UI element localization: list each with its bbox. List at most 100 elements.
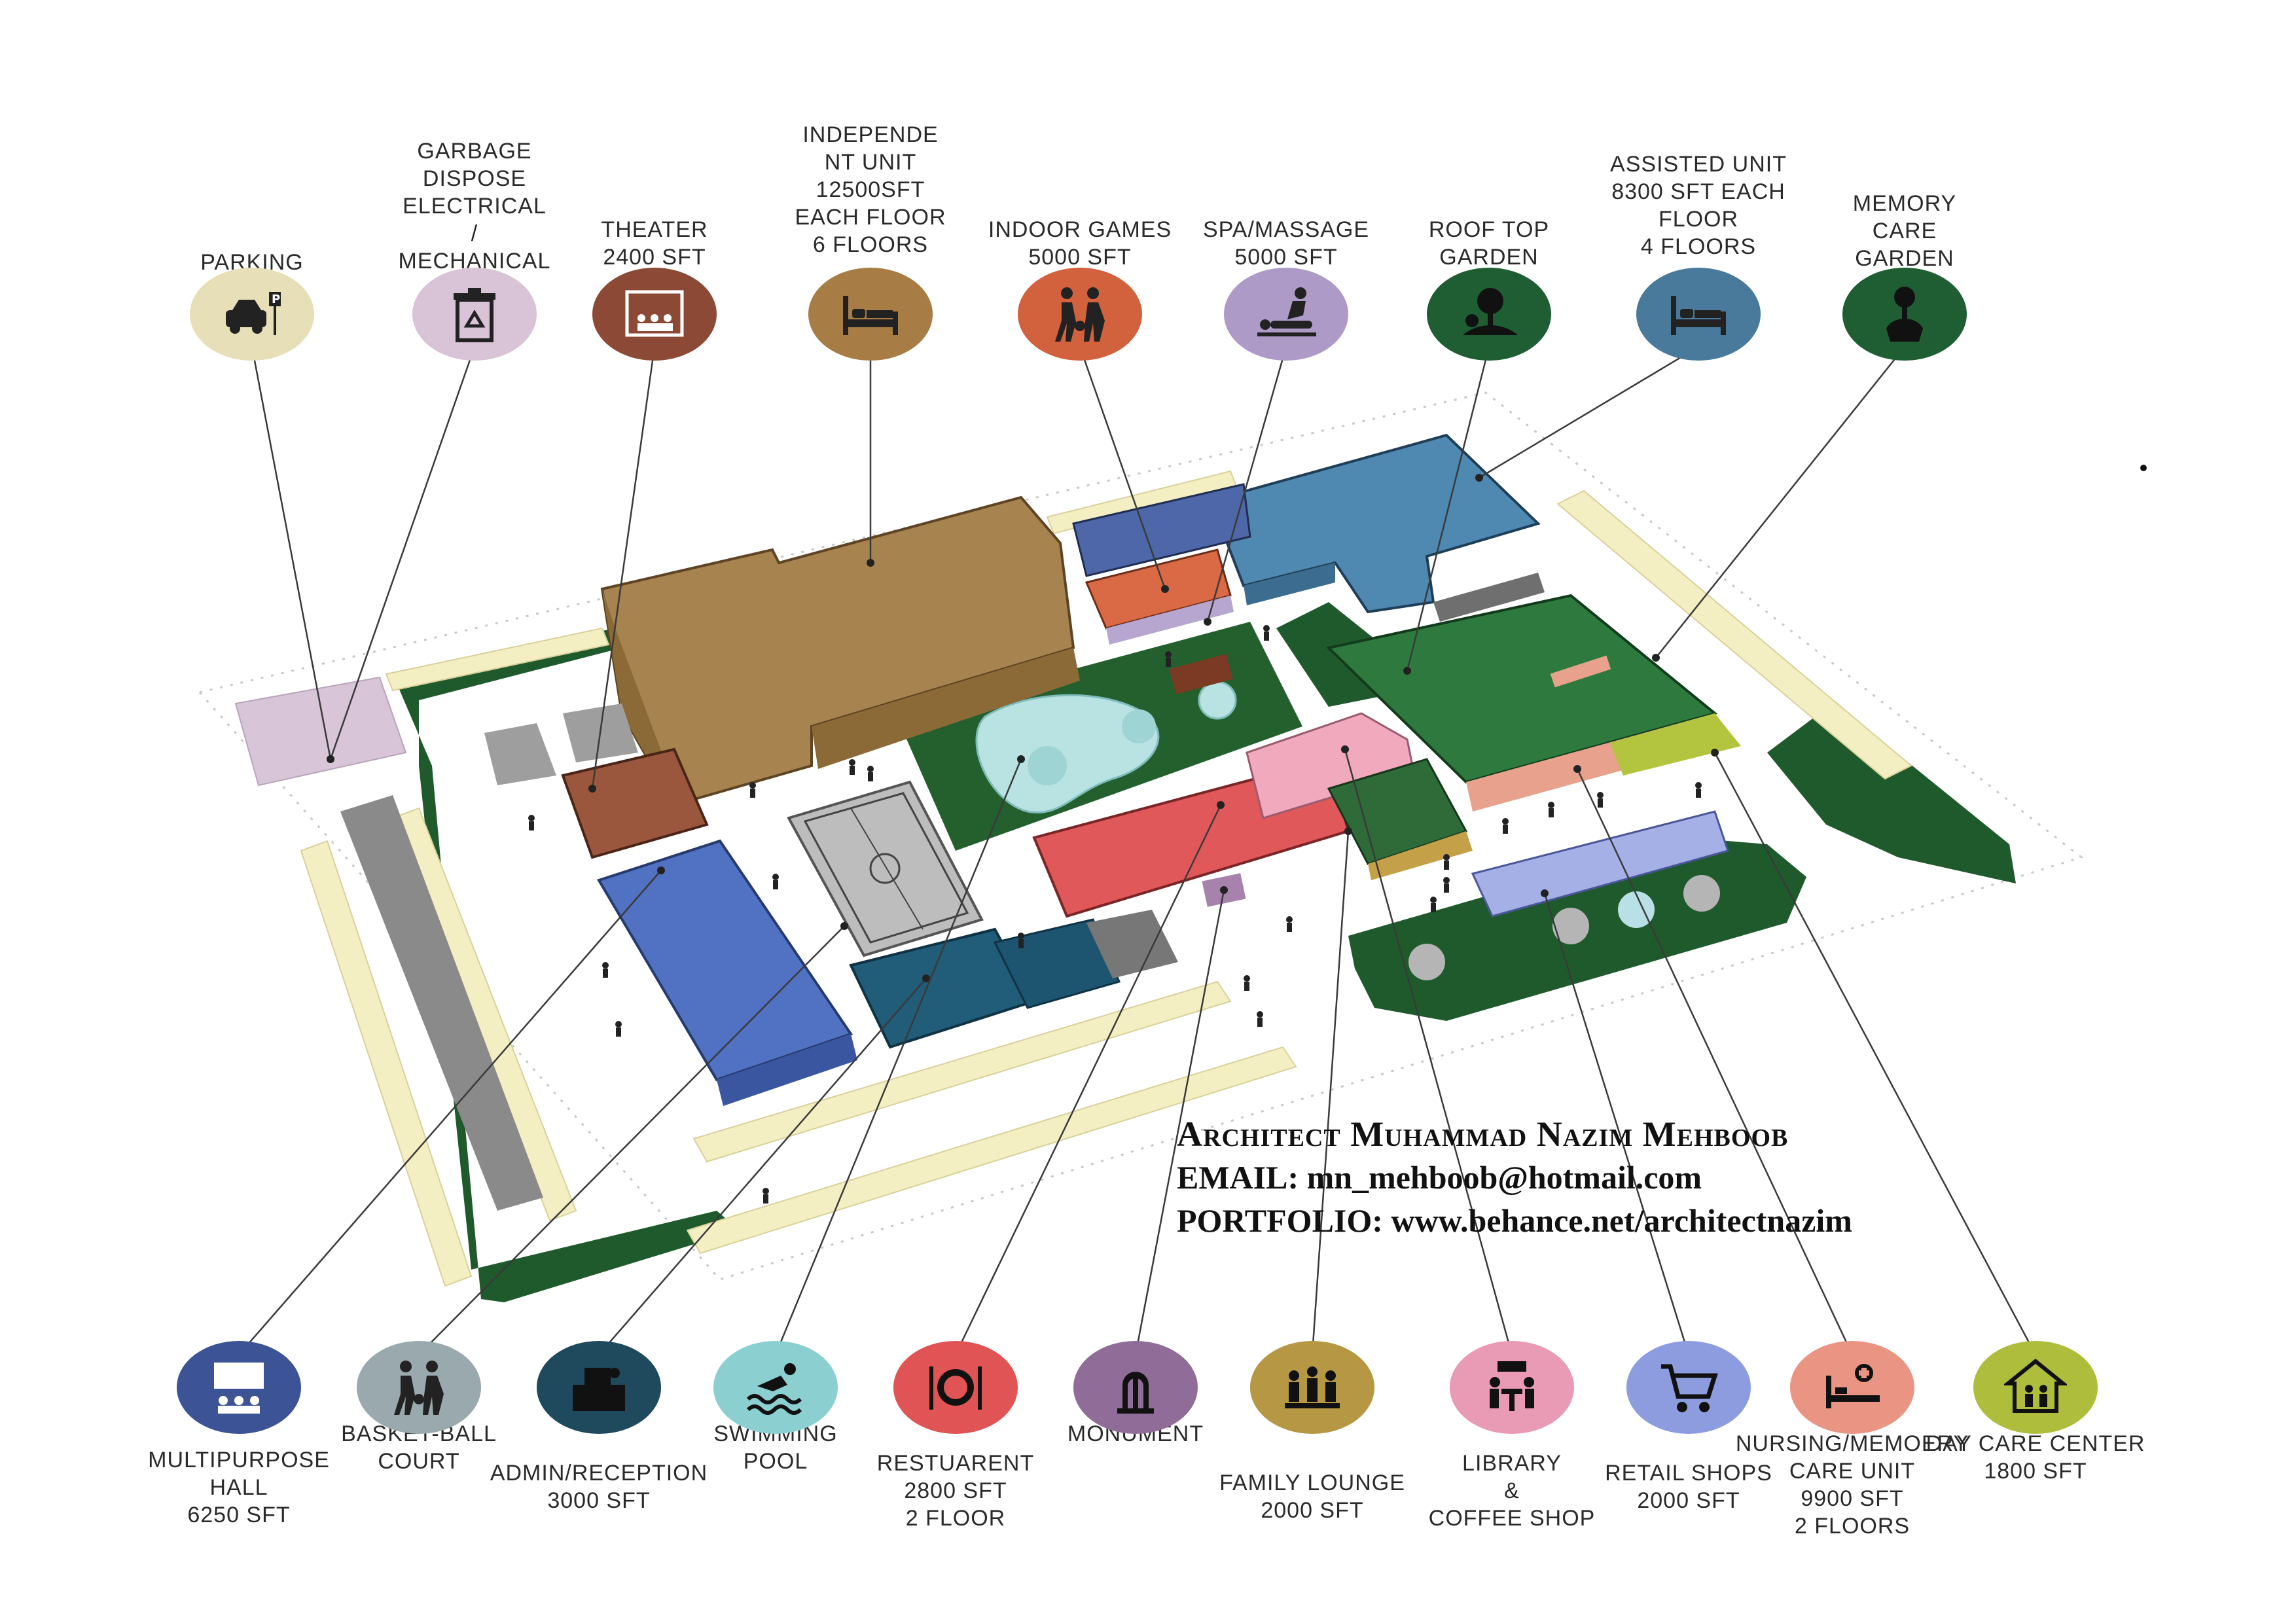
leader-line-multipurpose-hall [238, 870, 662, 1355]
label-memory-garden: MEMORY CARE GARDEN [1774, 190, 2036, 272]
leader-dot-assisted-unit [1475, 474, 1483, 482]
label-line: 9900 SFT [1801, 1486, 1904, 1511]
credits-block: Architect Muhammad Nazim Mehboob EMAIL: … [1177, 1113, 1852, 1242]
leader-dot-swimming-pool [1017, 755, 1025, 763]
label-library: LIBRARY&COFFEE SHOP [1381, 1450, 1643, 1532]
label-line: 12500SFT [816, 177, 925, 202]
leader-dot-independent-unit [867, 559, 874, 567]
hospital-bed-icon [1790, 1341, 1914, 1434]
label-line: RESTUARENT [876, 1451, 1035, 1476]
memory-garden-icon [1842, 268, 1967, 361]
label-line: ADMIN/RECEPTION [490, 1461, 708, 1486]
multipurpose-hall-model [597, 839, 857, 1106]
label-line: COURT [378, 1449, 460, 1474]
label-line: FLOOR [1658, 207, 1739, 232]
label-line: 6 FLOORS [812, 232, 929, 257]
leader-line-restaurant [954, 804, 1222, 1355]
leader-line-assisted-unit [1479, 346, 1699, 479]
label-line: INDEPENDE [802, 122, 939, 147]
label-line: GARBAGE [417, 139, 532, 164]
architect-email: EMAIL: mn_mehboob@hotmail.com [1177, 1159, 1702, 1196]
nursing-unit-model [1325, 594, 1741, 812]
retail-shops-model [1408, 810, 1729, 980]
bed-icon [1636, 268, 1761, 361]
label-line: 8300 SFT EACH [1611, 179, 1785, 204]
hall-icon [177, 1341, 301, 1434]
label-line: POOL [743, 1449, 808, 1474]
label-line: NURSING/MEMOERY [1735, 1431, 1969, 1456]
leader-dot-retail-shops [1541, 889, 1549, 897]
leader-line-spa [1206, 346, 1287, 622]
label-line: EACH FLOOR [795, 205, 946, 230]
driveway [340, 795, 543, 1211]
label-line: 2000 SFT [1637, 1488, 1740, 1513]
label-line: INDOOR GAMES [988, 217, 1172, 242]
leader-dot-theater [588, 785, 596, 793]
car-parking-icon: P [190, 268, 314, 361]
label-line: DAY CARE CENTER [1926, 1431, 2145, 1456]
admin-reception-model [849, 910, 1178, 1049]
label-line: LIBRARY [1462, 1451, 1562, 1476]
label-line: 3000 SFT [547, 1488, 651, 1513]
family-icon [1250, 1341, 1374, 1434]
leader-line-nursing-unit [1576, 768, 1854, 1355]
label-line: THEATER [601, 217, 708, 242]
landscape-right-lawn [1767, 713, 2016, 883]
reception-icon [537, 1341, 661, 1434]
leader-line-retail-shops [1543, 893, 1690, 1355]
leader-dot-memory-garden [1652, 654, 1660, 662]
label-line: 2400 SFT [603, 245, 706, 270]
label-line: MULTIPURPOSE [148, 1448, 330, 1472]
label-line: ASSISTED UNIT [1610, 152, 1787, 177]
swimmer-icon [713, 1341, 838, 1434]
label-line: & [1504, 1478, 1520, 1503]
theater-icon [592, 268, 717, 361]
library-model [1246, 712, 1415, 819]
garden-icon [1427, 268, 1551, 361]
leader-dot-multipurpose-hall [657, 866, 665, 874]
monument-icon [1073, 1341, 1198, 1434]
label-line: GARDEN [1439, 245, 1539, 270]
library-icon [1450, 1341, 1574, 1434]
label-line: 6250 SFT [187, 1503, 291, 1527]
leader-dot-admin-reception [922, 974, 930, 982]
leader-line-memory-garden [1655, 346, 1905, 658]
massage-icon [1224, 268, 1348, 361]
cart-icon [1626, 1341, 1751, 1434]
family-lounge-base [1368, 831, 1473, 880]
label-line: CARE [1872, 219, 1937, 243]
label-line: NT UNIT [824, 150, 917, 175]
leader-dot-family-lounge [1344, 827, 1352, 835]
label-line: ROOF TOP [1428, 217, 1550, 242]
label-line: 2000 SFT [1261, 1498, 1364, 1523]
people-figures [528, 625, 1702, 1204]
label-line: HALL [209, 1475, 268, 1500]
label-line: CARE UNIT [1789, 1459, 1916, 1484]
label-line: GARDEN [1855, 246, 1954, 271]
label-line: 2 FLOORS [1794, 1514, 1910, 1539]
leader-dot-basketball-court [840, 922, 848, 930]
leader-line-garbage [329, 346, 476, 760]
label-line: ELECTRICAL [403, 194, 547, 219]
label-line: 2 FLOOR [905, 1506, 1006, 1531]
leader-dot-spa [1204, 618, 1211, 626]
svg-text:P: P [272, 293, 280, 306]
leader-dot-library [1341, 745, 1349, 753]
stray-dot [2140, 465, 2147, 471]
leader-line-swimming-pool [774, 758, 1022, 1355]
central-garden [897, 622, 1302, 851]
label-line: DISPOSE [422, 166, 527, 191]
label-line: SPA/MASSAGE [1202, 217, 1370, 242]
label-line: MEMORY [1852, 191, 1957, 216]
